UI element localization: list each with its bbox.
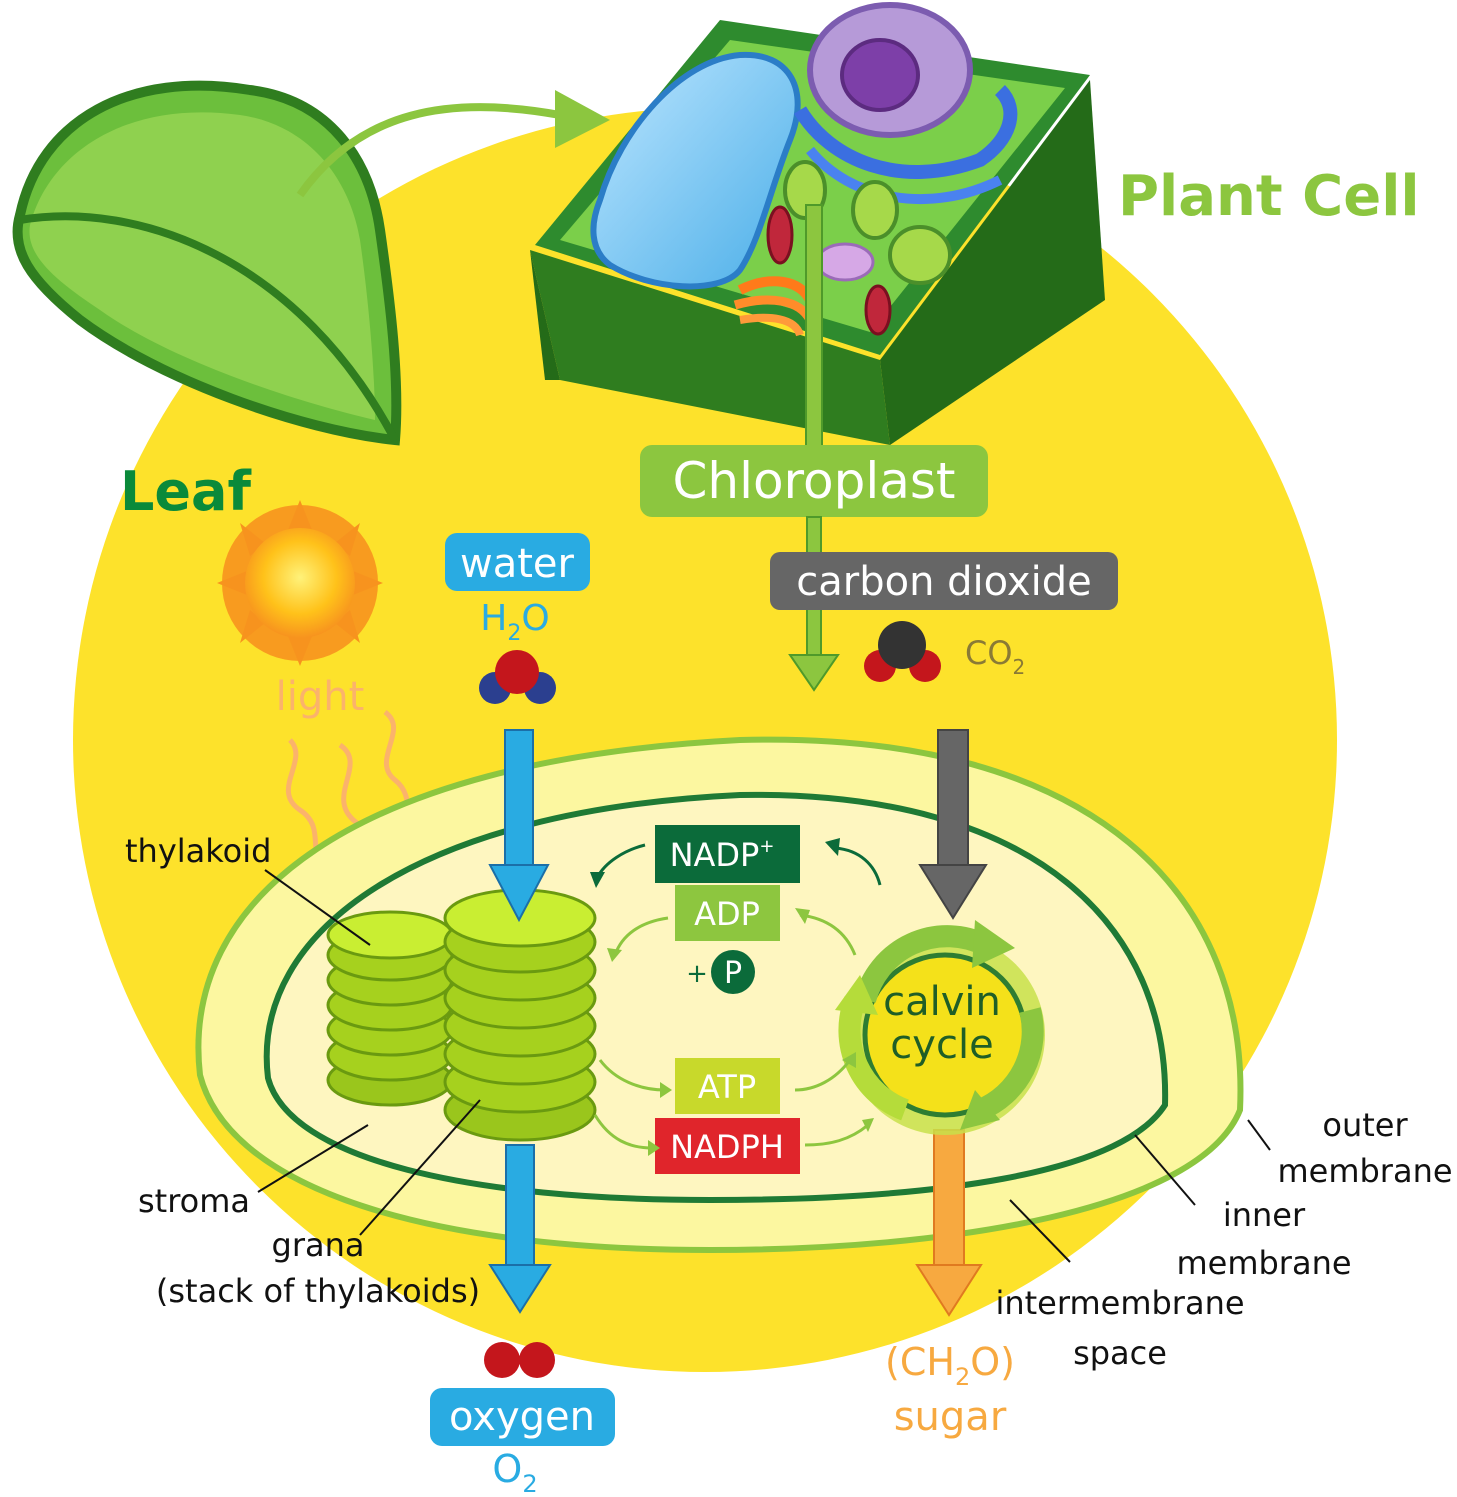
leader-lines (257, 869, 1271, 1263)
intermembrane-space-label-line1: intermembrane (995, 1284, 1244, 1322)
phosphate-badge: P (711, 950, 755, 994)
chloroplast-label: Chloroplast (672, 452, 955, 510)
thylakoid-label: thylakoid (125, 832, 271, 870)
sun-icon (217, 500, 383, 666)
calvin-cycle-label-line2: cycle (890, 1022, 993, 1068)
oxygen-label-box: oxygen (430, 1388, 615, 1446)
sugar-arrow (915, 1129, 983, 1317)
water-formula: H2O (480, 598, 549, 646)
leaf-label: Leaf (120, 460, 251, 523)
co2-arrow (918, 729, 988, 920)
cycle-arrowheads (590, 838, 874, 1156)
inner-membrane-label-line1: inner (1223, 1196, 1306, 1234)
atp-box: ATP (675, 1058, 780, 1114)
sugar-label: sugar (894, 1394, 1007, 1440)
cell-to-chloroplast-arrow (805, 204, 823, 451)
water-arrow (488, 729, 550, 923)
oxygen-formula: O2 (492, 1447, 537, 1497)
leaf-to-cell-arrow (296, 90, 610, 198)
thylakoid-stack-right (443, 888, 597, 1142)
intermembrane-space-label-line2: space (1073, 1334, 1167, 1372)
calvin-cycle-label-line1: calvin (883, 979, 1001, 1025)
chloroplast-label-box: Chloroplast (640, 445, 988, 517)
thylakoid-stack-left (326, 910, 454, 1107)
plant-cell-illustration (530, 2, 1105, 445)
leaf-illustration (12, 80, 402, 446)
inner-membrane-label-line2: membrane (1176, 1244, 1351, 1282)
carbon-dioxide-label-box: carbon dioxide (770, 552, 1118, 610)
oxygen-arrow (488, 1144, 552, 1314)
light-label: light (276, 674, 365, 720)
calvin-cycle-icon (835, 920, 1045, 1135)
outer-membrane-label-line2: membrane (1277, 1152, 1452, 1190)
oxygen-label: oxygen (449, 1394, 595, 1440)
stroma-label: stroma (138, 1182, 250, 1220)
co2-formula: CO2 (965, 634, 1025, 679)
carbon-dioxide-label: carbon dioxide (796, 559, 1091, 605)
nadp-label: NADP+ (670, 836, 775, 874)
plant-cell-label: Plant Cell (1118, 164, 1420, 229)
grana-label-line1: grana (272, 1226, 365, 1264)
water-molecule-icon (479, 650, 556, 704)
nadph-label: NADPH (670, 1128, 784, 1166)
plus-sign: + (686, 959, 708, 989)
adp-box: ADP (675, 885, 780, 941)
grana-label-line2: (stack of thylakoids) (156, 1272, 480, 1310)
water-label-box: water (445, 533, 590, 591)
atp-label: ATP (698, 1068, 756, 1106)
oxygen-molecule-icon (484, 1342, 555, 1378)
water-label: water (460, 541, 575, 587)
phosphate-label: P (724, 956, 742, 991)
outer-membrane-label-line1: outer (1322, 1106, 1408, 1144)
nadph-box: NADPH (655, 1118, 800, 1174)
adp-label: ADP (694, 895, 760, 933)
nadp-box: NADP+ (655, 825, 800, 883)
co2-molecule-icon (864, 621, 941, 682)
sugar-formula: (CH2O) (885, 1340, 1015, 1391)
